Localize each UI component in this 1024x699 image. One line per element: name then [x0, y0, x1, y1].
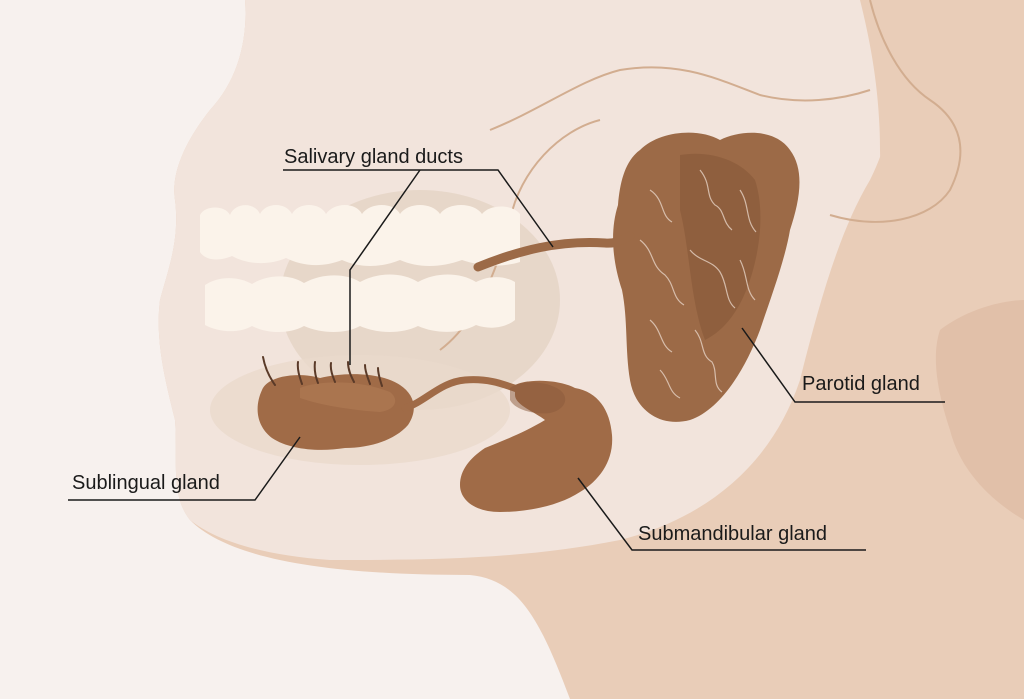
parotid-shadow — [680, 153, 761, 340]
leader-parotid — [741, 327, 945, 403]
cheekbone-outline — [489, 66, 871, 131]
leader-ducts-2 — [349, 169, 421, 365]
label-parotid-gland: Parotid gland — [802, 373, 920, 395]
parotid-texture — [639, 169, 757, 399]
sublingual-highlight — [300, 382, 396, 412]
label-submandibular-gland: Submandibular gland — [638, 523, 828, 545]
sublingual-ducts — [262, 356, 383, 387]
upper-teeth — [200, 205, 520, 266]
leader-lines — [68, 169, 945, 551]
label-salivary-ducts: Salivary gland ducts — [284, 146, 463, 168]
lower-teeth — [205, 274, 515, 332]
label-sublingual-gland: Sublingual gland — [72, 472, 220, 494]
skull-outline — [829, 0, 962, 223]
submandibular-duct — [401, 376, 524, 412]
submandibular-lobe — [510, 382, 566, 414]
leader-submandibular — [577, 477, 866, 551]
leader-ducts — [283, 169, 554, 248]
submandibular-gland — [460, 380, 613, 512]
parotid-duct — [473, 231, 635, 272]
parotid-gland — [613, 132, 800, 422]
neck-muscle — [935, 300, 1024, 520]
leader-sublingual — [68, 436, 301, 501]
ear-shape — [860, 0, 1024, 330]
